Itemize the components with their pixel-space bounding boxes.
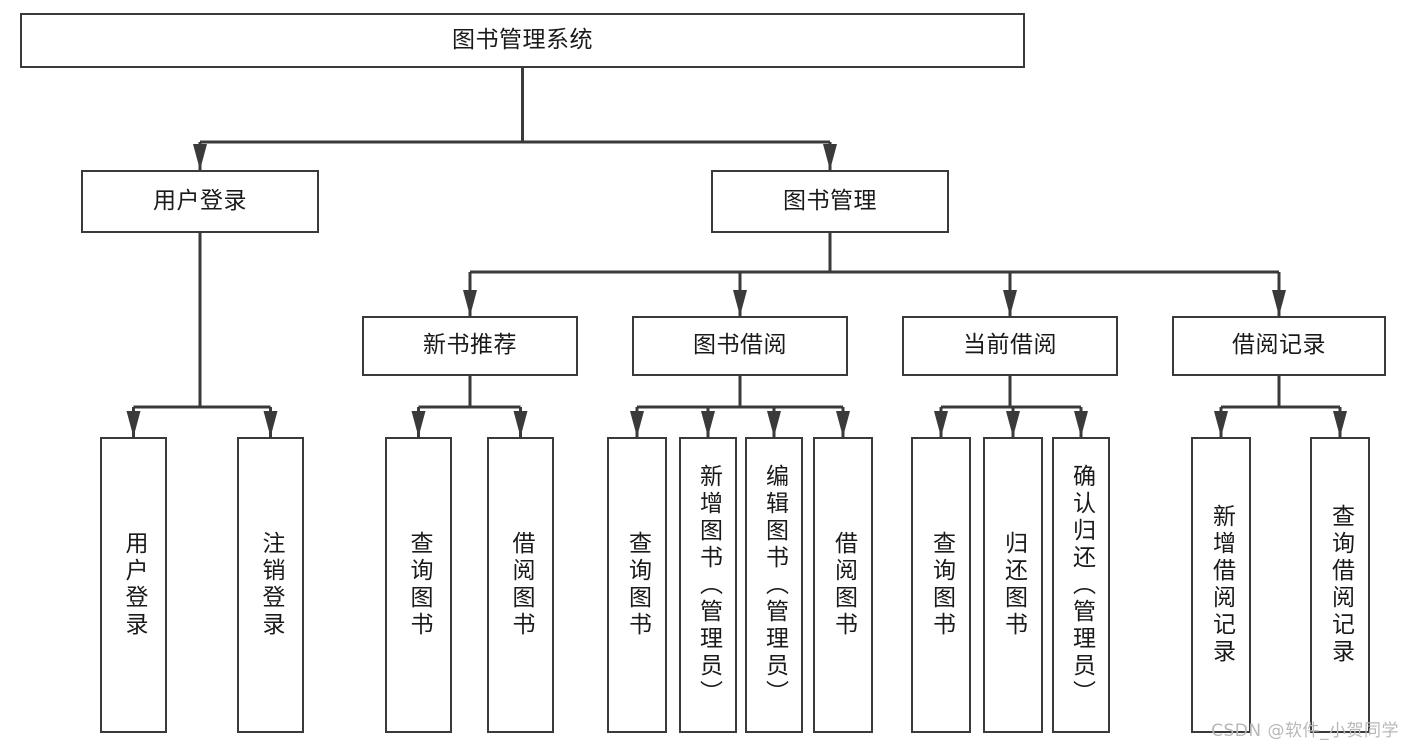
node-leaf-add-record[interactable]: 新增借阅记录: [1191, 437, 1251, 733]
node-label: 新增借阅记录: [1208, 504, 1235, 666]
node-label: 借阅图书: [508, 531, 534, 639]
node-root[interactable]: 图书管理系统: [20, 13, 1025, 68]
node-label: 注销登录: [258, 531, 284, 639]
node-label: 查询图书: [624, 531, 651, 639]
node-label: 确认归还（管理员）: [1068, 463, 1095, 707]
node-leaf-user-logout[interactable]: 注销登录: [237, 437, 304, 733]
node-book-borrow[interactable]: 图书借阅: [632, 316, 848, 376]
node-label: 查询图书: [406, 531, 432, 639]
node-leaf-add-book[interactable]: 新增图书（管理员）: [679, 437, 737, 733]
node-leaf-borrow-book-2[interactable]: 借阅图书: [813, 437, 873, 733]
node-leaf-borrow-book-1[interactable]: 借阅图书: [487, 437, 554, 733]
node-current-borrow[interactable]: 当前借阅: [902, 316, 1118, 376]
node-label: 借阅图书: [830, 531, 857, 639]
node-book-manage[interactable]: 图书管理: [711, 170, 949, 233]
watermark-label: CSDN @软件_小贺同学: [1211, 721, 1399, 741]
node-label: 编辑图书（管理员）: [761, 463, 788, 707]
node-label: 查询借阅记录: [1327, 504, 1354, 666]
node-label: 归还图书: [1000, 531, 1027, 639]
node-label: 借阅记录: [1232, 332, 1326, 359]
node-label: 图书管理系统: [452, 26, 593, 53]
node-label: 新书推荐: [423, 332, 517, 359]
node-label: 图书管理: [783, 187, 877, 214]
node-label: 查询图书: [928, 531, 955, 639]
node-label: 当前借阅: [963, 332, 1057, 359]
node-label: 用户登录: [153, 187, 247, 214]
node-leaf-query-record[interactable]: 查询借阅记录: [1310, 437, 1370, 733]
node-label: 图书借阅: [693, 332, 787, 359]
node-label: 用户登录: [121, 531, 147, 639]
node-leaf-user-login[interactable]: 用户登录: [100, 437, 167, 733]
node-leaf-query-book-3[interactable]: 查询图书: [911, 437, 971, 733]
node-label: 新增图书（管理员）: [695, 463, 722, 707]
node-leaf-confirm-ret[interactable]: 确认归还（管理员）: [1052, 437, 1110, 733]
node-leaf-edit-book[interactable]: 编辑图书（管理员）: [745, 437, 803, 733]
node-leaf-query-book-2[interactable]: 查询图书: [607, 437, 667, 733]
node-borrow-record[interactable]: 借阅记录: [1172, 316, 1386, 376]
node-leaf-return-book[interactable]: 归还图书: [983, 437, 1043, 733]
node-new-book-rec[interactable]: 新书推荐: [362, 316, 578, 376]
node-leaf-query-book-1[interactable]: 查询图书: [385, 437, 452, 733]
node-user-login[interactable]: 用户登录: [81, 170, 319, 233]
